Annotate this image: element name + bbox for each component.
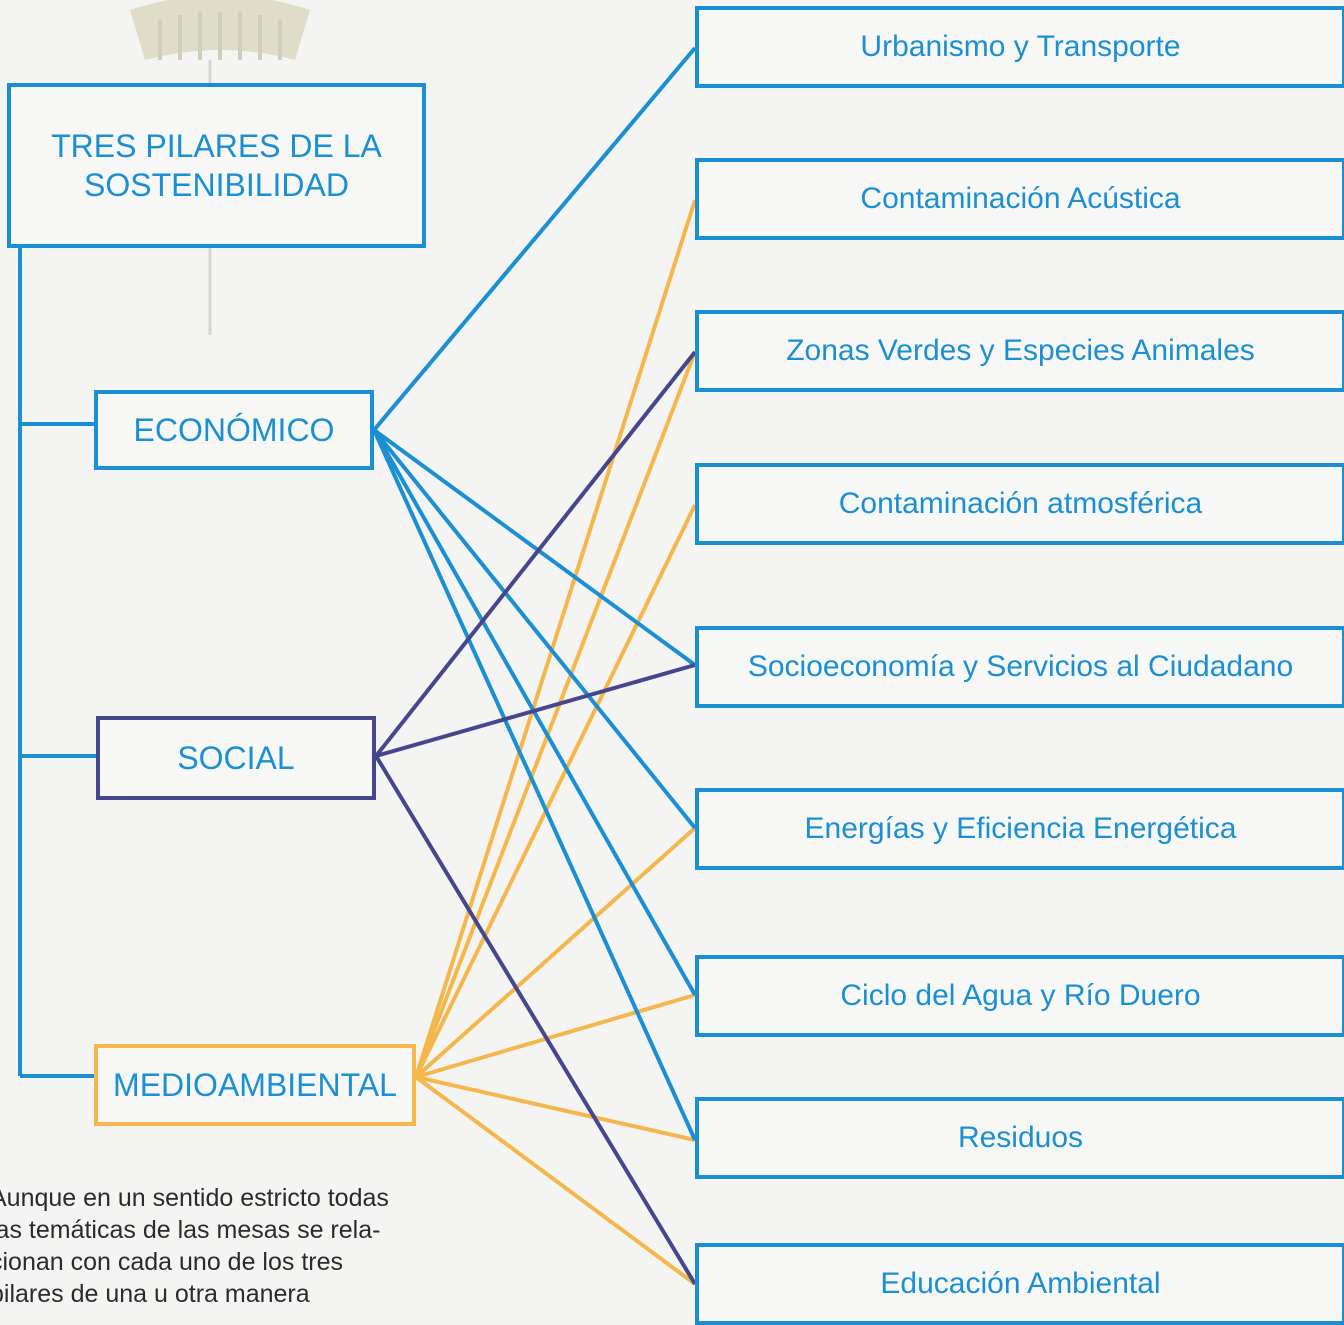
link-economico-0 <box>372 46 697 432</box>
link-medioambiental-8 <box>414 1075 697 1286</box>
link-economico-4 <box>372 428 697 667</box>
link-medioambiental-5 <box>414 826 697 1079</box>
topic-educacion-ambiental: Educación Ambiental <box>695 1243 1344 1325</box>
paragraph-line: pilares de una u otra manera <box>0 1280 310 1308</box>
pillar-economico-label: ECONÓMICO <box>133 411 335 448</box>
topic-label: Residuos <box>957 1121 1084 1154</box>
topic-energias: Energías y Eficiencia Energética <box>695 788 1344 870</box>
topic-zonas-verdes: Zonas Verdes y Especies Animales <box>695 310 1344 392</box>
pillar-economico: ECONÓMICO <box>94 390 374 470</box>
pillar-medioambiental-label: MEDIOAMBIENTAL <box>113 1066 397 1103</box>
link-medioambiental-1 <box>414 199 697 1078</box>
topic-label: Urbanismo y Transporte <box>860 30 1181 63</box>
diagram-title-box: TRES PILARES DE LA SOSTENIBILIDAD <box>7 83 426 248</box>
link-social-8 <box>374 754 697 1286</box>
link-medioambiental-6 <box>415 993 696 1079</box>
link-medioambiental-7 <box>415 1075 696 1142</box>
topic-label: Educación Ambiental <box>880 1267 1161 1300</box>
topic-urbanismo: Urbanismo y Transporte <box>695 6 1344 88</box>
paragraph-line: las temáticas de las mesas se rela- <box>0 1216 381 1244</box>
paragraph-line: Aunque en un sentido estricto todas <box>0 1184 389 1212</box>
pillar-bracket-line <box>18 240 98 1078</box>
topic-label: Contaminación atmosférica <box>838 487 1203 520</box>
link-social-4 <box>375 663 696 758</box>
topic-socioeconomia: Socioeconomía y Servicios al Ciudadano <box>695 626 1344 708</box>
paragraph-line: cionan con cada uno de los tres <box>0 1248 344 1276</box>
link-medioambiental-2 <box>414 351 697 1078</box>
link-economico-7 <box>372 429 697 1141</box>
topic-contaminacion-acustica: Contaminación Acústica <box>695 158 1344 240</box>
link-social-2 <box>374 350 697 758</box>
topic-contaminacion-atmosferica: Contaminación atmosférica <box>695 463 1344 545</box>
topic-label: Contaminación Acústica <box>860 182 1181 215</box>
explanation-paragraph: Aunque en un sentido estricto todas las … <box>0 1182 500 1310</box>
topic-ciclo-agua: Ciclo del Agua y Río Duero <box>695 955 1344 1037</box>
topic-label: Ciclo del Agua y Río Duero <box>840 979 1201 1012</box>
topic-label: Zonas Verdes y Especies Animales <box>786 334 1255 367</box>
topic-residuos: Residuos <box>695 1097 1344 1179</box>
pillar-social-label: SOCIAL <box>177 739 295 776</box>
link-medioambiental-3 <box>414 504 697 1078</box>
pillar-medioambiental: MEDIOAMBIENTAL <box>94 1044 416 1126</box>
connection-lines <box>372 46 697 1286</box>
diagram-title: TRES PILARES DE LA SOSTENIBILIDAD <box>51 128 382 203</box>
topic-label: Energías y Eficiencia Energética <box>804 812 1237 845</box>
link-economico-5 <box>372 428 697 830</box>
topic-label: Socioeconomía y Servicios al Ciudadano <box>747 650 1294 683</box>
pillar-social: SOCIAL <box>96 716 376 800</box>
